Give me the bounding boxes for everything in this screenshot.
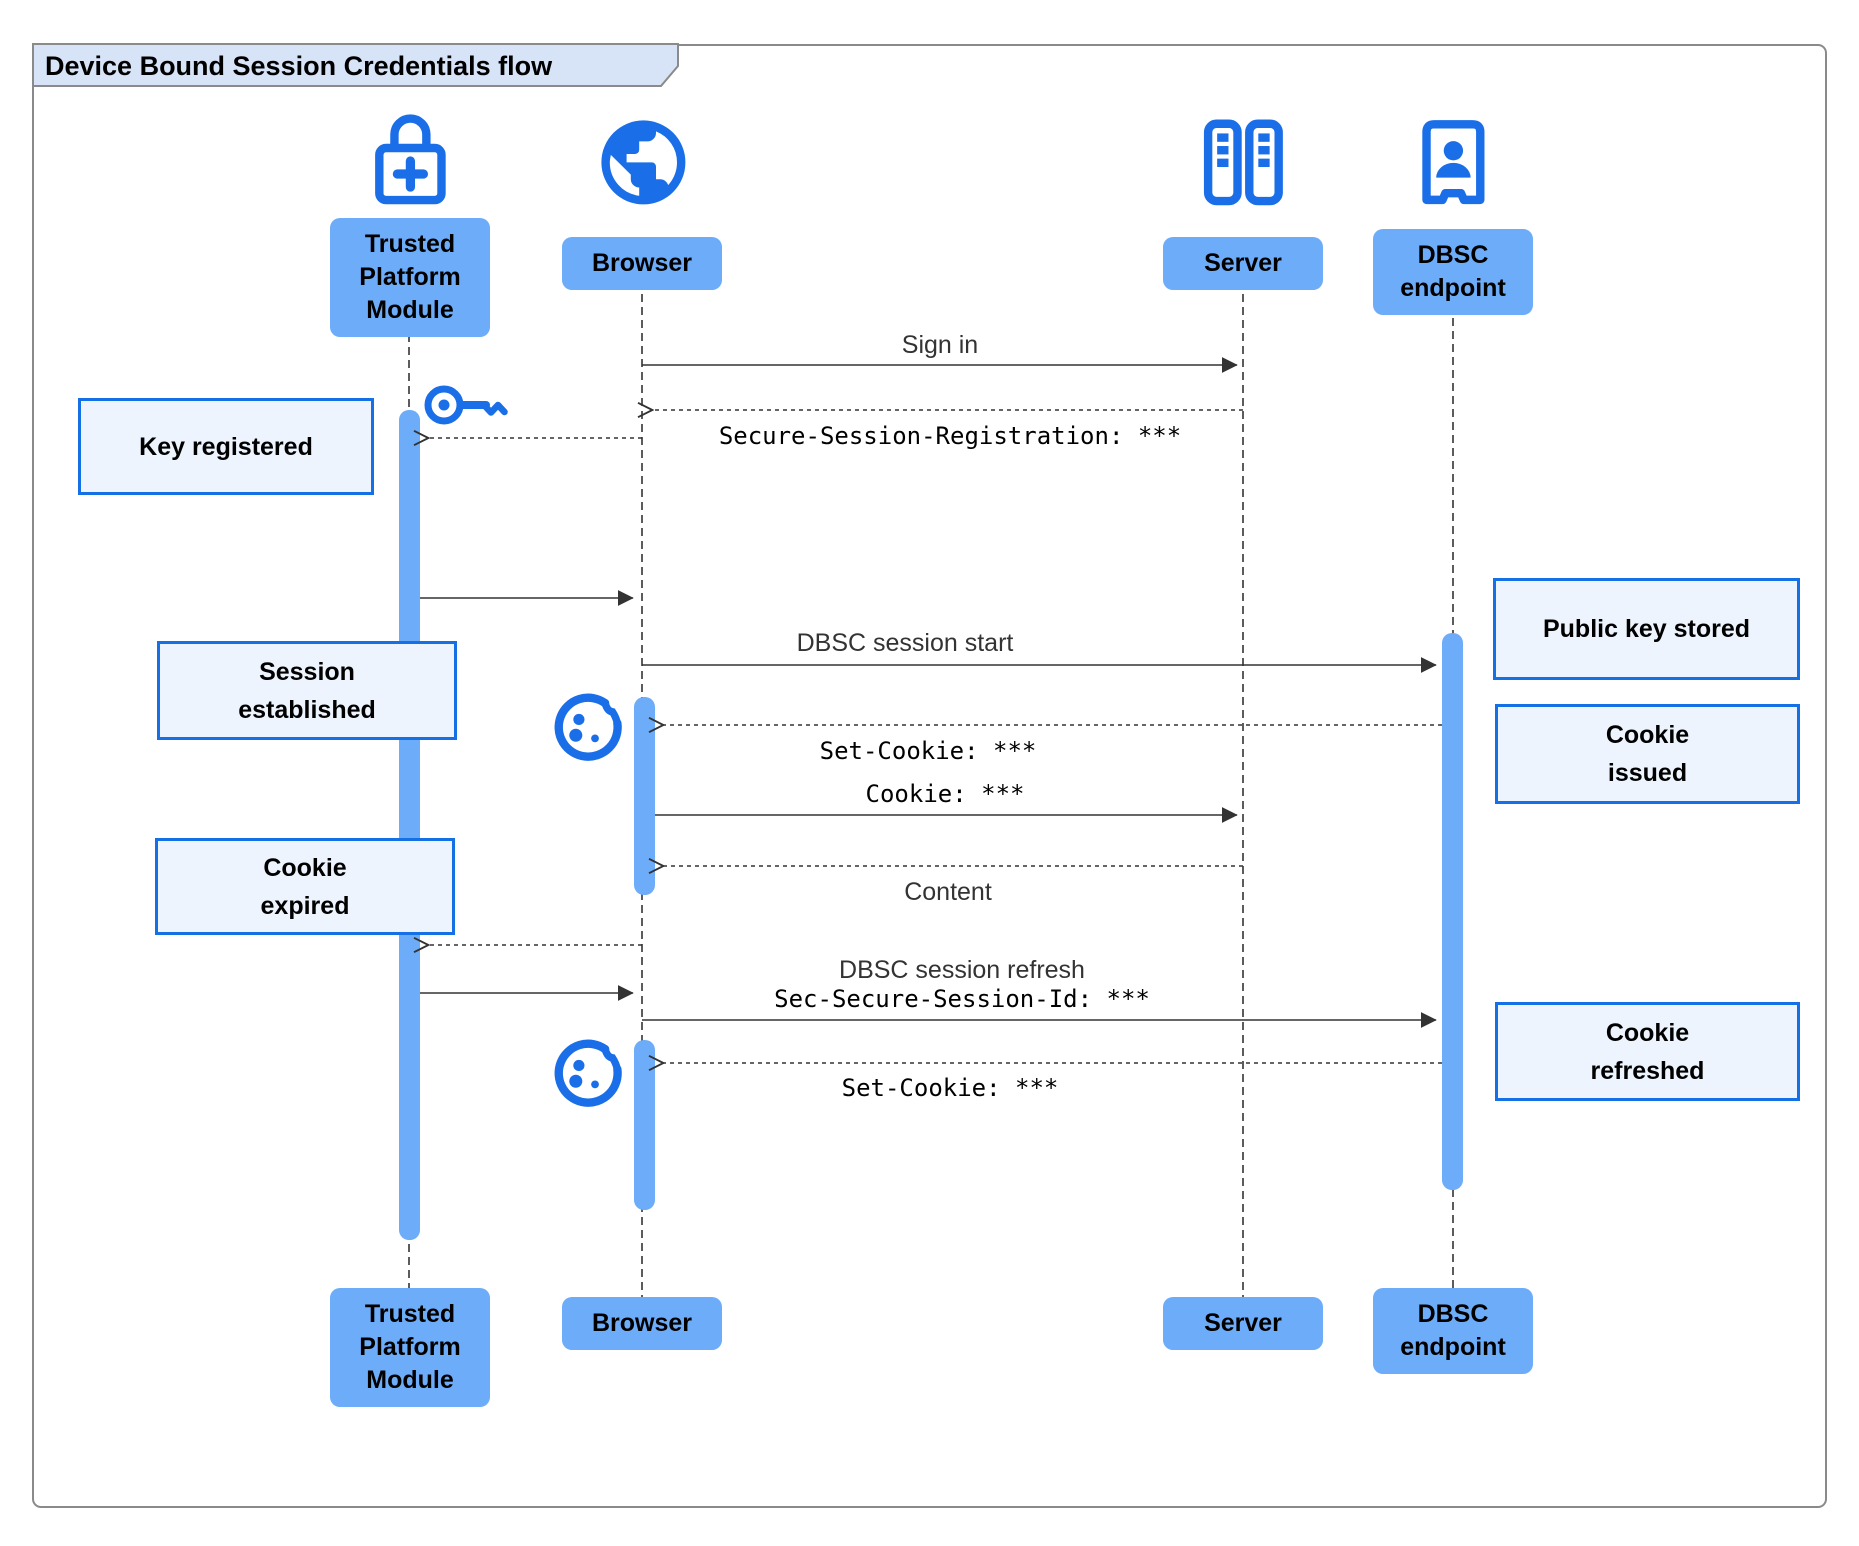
note-public-key-stored: Public key stored — [1493, 578, 1800, 680]
diagram-frame — [32, 44, 1827, 1508]
globe-icon — [601, 120, 686, 205]
title-tab — [32, 43, 679, 87]
participant-label-server-bottom: Server — [1163, 1297, 1323, 1350]
message-label-content: Content — [904, 878, 992, 906]
note-key-registered: Key registered — [78, 398, 374, 495]
note-cookie-issued: Cookie issued — [1495, 704, 1800, 804]
server-racks-icon — [1203, 119, 1283, 206]
participant-label-dbsc-bottom: DBSC endpoint — [1373, 1288, 1533, 1374]
participant-label-browser-bottom: Browser — [562, 1297, 722, 1350]
message-label-dbsc-session-start: DBSC session start — [796, 629, 1014, 657]
participant-label-tpm-top: Trusted Platform Module — [330, 218, 490, 337]
message-label-cookie: Cookie: *** — [865, 780, 1025, 808]
person-door-icon — [1422, 120, 1485, 205]
diagram-title: Device Bound Session Credentials flow — [45, 51, 553, 81]
message-arrows — [420, 357, 1442, 1063]
participant-label-dbsc-top: DBSC endpoint — [1373, 229, 1533, 315]
participant-label-browser-top: Browser — [562, 237, 722, 290]
key-icon — [424, 385, 508, 425]
participant-label-tpm-bottom: Trusted Platform Module — [330, 1288, 490, 1407]
note-cookie-expired: Cookie expired — [155, 838, 455, 935]
note-session-established: Session established — [157, 641, 457, 740]
activation-bar-browser-2 — [634, 1040, 655, 1210]
note-cookie-refreshed: Cookie refreshed — [1495, 1002, 1800, 1101]
message-label-dbsc-session-refresh: DBSC session refresh — [839, 956, 1085, 984]
participant-label-server-top: Server — [1163, 237, 1323, 290]
cookie-icon — [554, 693, 622, 761]
message-label-sec-secure-session-id: Sec-Secure-Session-Id: *** — [774, 985, 1150, 1013]
activation-bars — [399, 410, 1463, 1240]
lock-plus-icon — [375, 114, 446, 205]
activation-bar-tpm — [399, 410, 420, 1240]
message-label-secure-session-registration: Secure-Session-Registration: *** — [718, 422, 1182, 450]
cookie-icon — [554, 1039, 622, 1107]
activation-bar-browser-1 — [634, 697, 655, 895]
activation-bar-dbsc — [1442, 633, 1463, 1190]
message-label-set-cookie-2: Set-Cookie: *** — [841, 1074, 1059, 1102]
message-label-sign-in: Sign in — [901, 331, 979, 359]
message-label-set-cookie-1: Set-Cookie: *** — [819, 737, 1037, 765]
